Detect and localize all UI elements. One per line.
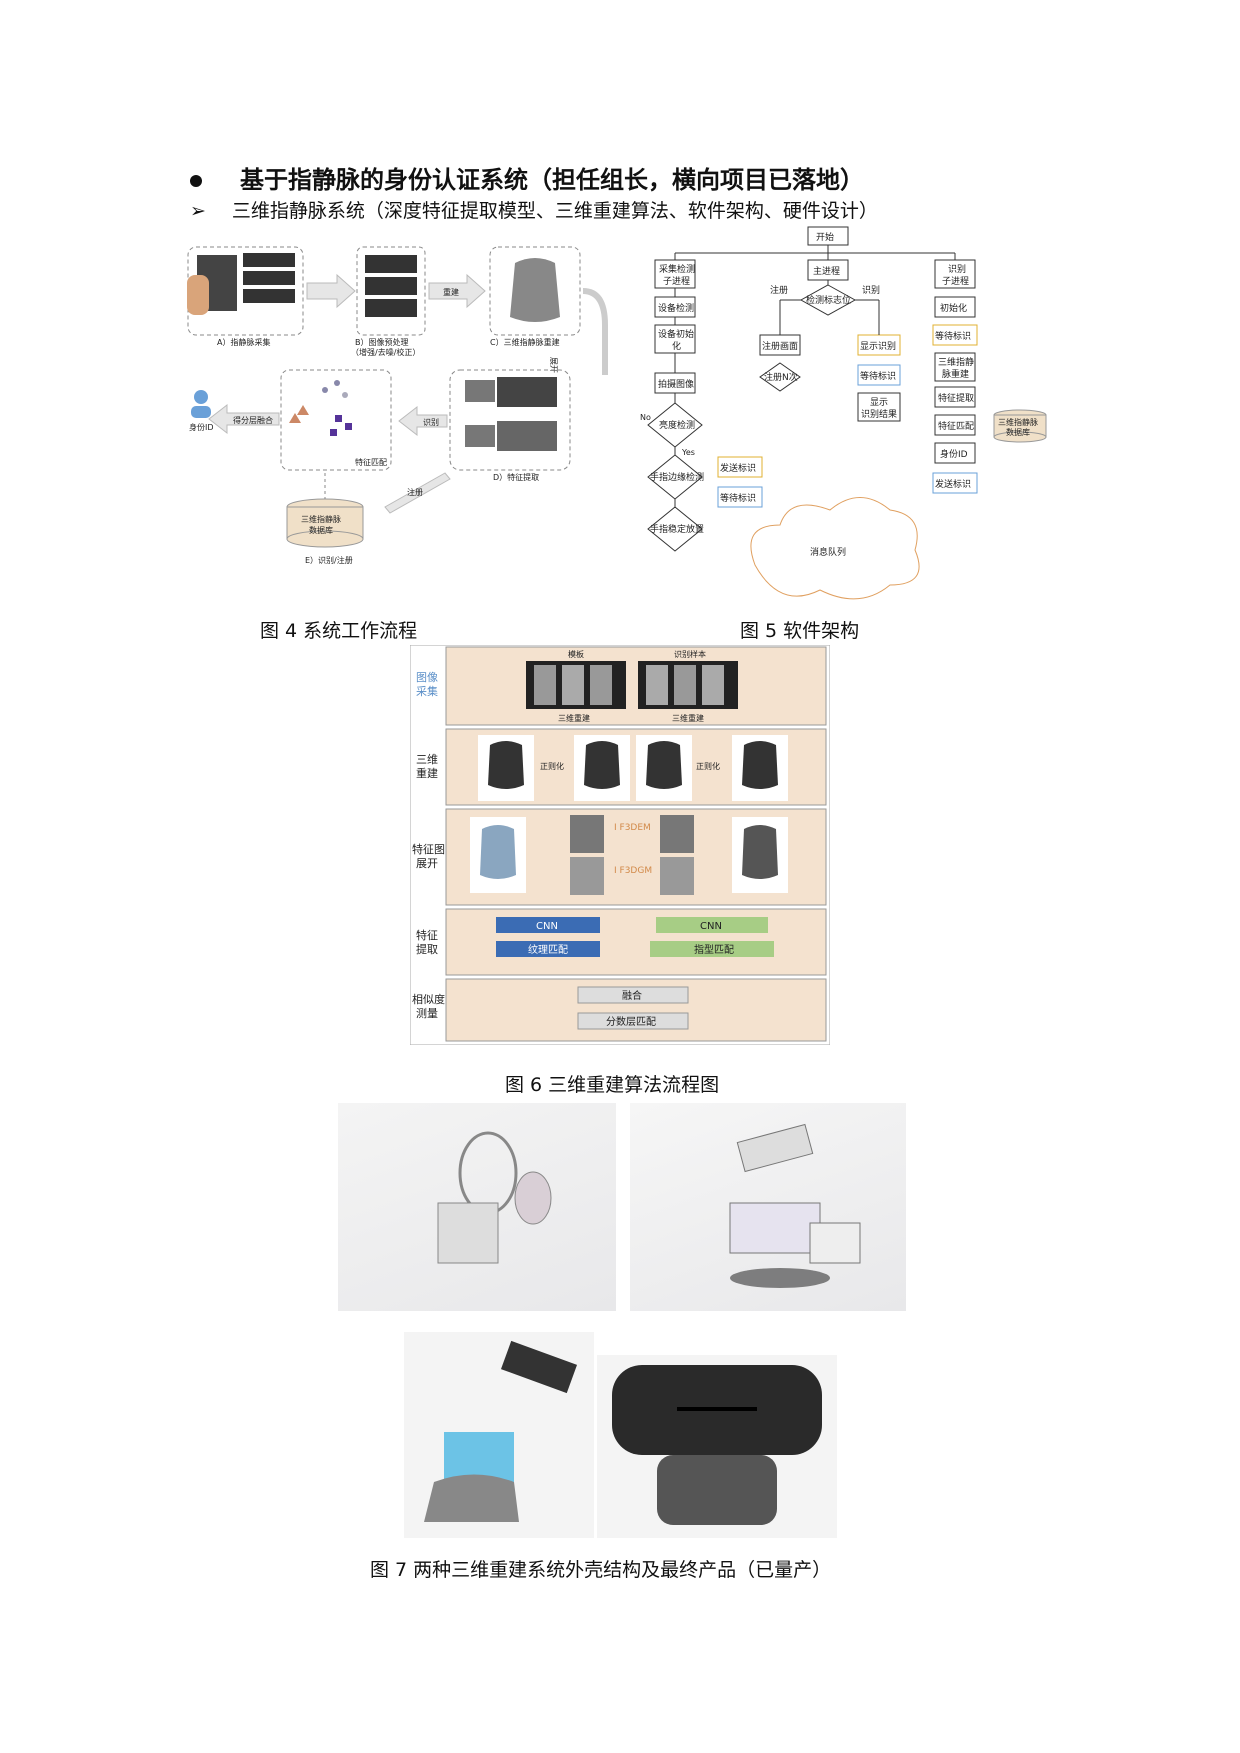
figure-7-caption: 图 7 两种三维重建系统外壳结构及最终产品（已量产） <box>370 1559 832 1581</box>
shell-render-2-image <box>630 1103 906 1311</box>
svg-text:识别: 识别 <box>862 285 880 296</box>
shell-render-1-image <box>338 1103 616 1311</box>
svg-text:识别结果: 识别结果 <box>861 408 897 420</box>
svg-text:展开: 展开 <box>416 857 438 870</box>
bullet-icon <box>190 175 202 187</box>
svg-text:等待标识: 等待标识 <box>720 492 756 504</box>
fig4-panel-d-label: D）特征提取 <box>493 472 539 482</box>
svg-text:等待标识: 等待标识 <box>935 330 971 342</box>
svg-text:No: No <box>640 413 651 422</box>
svg-text:特征图: 特征图 <box>412 842 445 856</box>
svg-text:子进程: 子进程 <box>663 276 690 287</box>
svg-text:相似度: 相似度 <box>412 992 445 1006</box>
svg-text:I F3DGM: I F3DGM <box>614 866 652 876</box>
svg-text:检测标志位: 检测标志位 <box>806 294 851 306</box>
svg-text:脉重建: 脉重建 <box>942 368 969 380</box>
svg-text:模板: 模板 <box>568 649 584 659</box>
svg-text:初始化: 初始化 <box>940 302 967 314</box>
fig4-expand-label: 展开 <box>549 357 558 373</box>
svg-text:纹理匹配: 纹理匹配 <box>528 943 568 956</box>
section-heading: 基于指静脉的身份认证系统（担任组长，横向项目已落地） <box>190 160 864 195</box>
svg-text:等待标识: 等待标识 <box>860 370 896 382</box>
figure-5-caption: 图 5 软件架构 <box>740 620 860 642</box>
fig4-db-label-2: 数据库 <box>309 525 333 535</box>
fig4-register-label: 注册 <box>407 487 423 497</box>
fig4-identity-label: 身份ID <box>189 422 214 432</box>
arrow-bullet-icon: ➢ <box>190 200 206 222</box>
svg-text:主进程: 主进程 <box>813 265 840 277</box>
svg-text:采集: 采集 <box>416 684 438 698</box>
fig4-rebuild-label: 重建 <box>443 287 459 297</box>
fig4-panel-a-label: A）指静脉采集 <box>217 337 270 347</box>
svg-text:提取: 提取 <box>416 943 438 956</box>
svg-text:正则化: 正则化 <box>696 761 720 771</box>
svg-text:拍摄图像: 拍摄图像 <box>658 378 694 390</box>
shell-render-3-image <box>404 1332 594 1538</box>
svg-text:注册N次: 注册N次 <box>764 371 798 383</box>
svg-text:显示: 显示 <box>870 397 888 408</box>
svg-text:图像: 图像 <box>416 671 438 684</box>
figure-6-caption: 图 6 三维重建算法流程图 <box>505 1074 720 1096</box>
svg-text:特征: 特征 <box>416 928 438 942</box>
svg-text:发送标识: 发送标识 <box>720 462 756 474</box>
svg-text:特征提取: 特征提取 <box>938 392 974 404</box>
fig4-panel-c-label: C）三维指静脉重建 <box>490 337 560 347</box>
fig4-identify-label: 识别 <box>423 418 439 427</box>
svg-text:注册: 注册 <box>770 284 788 296</box>
svg-text:分数层匹配: 分数层匹配 <box>606 1015 656 1028</box>
svg-text:数据库: 数据库 <box>1006 427 1030 437</box>
svg-text:显示识别: 显示识别 <box>860 341 896 352</box>
svg-text:设备初始: 设备初始 <box>658 328 694 340</box>
svg-text:CNN: CNN <box>700 921 722 932</box>
svg-text:注册画面: 注册画面 <box>762 340 798 352</box>
svg-text:测量: 测量 <box>416 1007 438 1020</box>
fig4-panel-b-sub-label: （增强/去噪/校正） <box>351 347 420 357</box>
svg-text:正则化: 正则化 <box>540 761 564 771</box>
svg-text:Yes: Yes <box>681 448 695 457</box>
svg-text:手指稳定放置: 手指稳定放置 <box>650 523 704 535</box>
svg-text:亮度检测: 亮度检测 <box>659 419 695 431</box>
svg-text:识别样本: 识别样本 <box>674 649 706 659</box>
svg-text:I F3DEM: I F3DEM <box>614 823 651 833</box>
figure-4-diagram: A）指静脉采集 B）图像预处理 （增强/去噪/校正） 重建 C）三维指静脉重建 … <box>187 246 608 565</box>
fig4-panel-b-label: B）图像预处理 <box>355 337 409 347</box>
svg-text:识别: 识别 <box>948 264 966 275</box>
svg-text:三维指静: 三维指静 <box>938 356 974 368</box>
figure-4-caption: 图 4 系统工作流程 <box>260 620 418 642</box>
svg-text:特征匹配: 特征匹配 <box>938 420 974 432</box>
svg-text:身份ID: 身份ID <box>940 448 968 460</box>
svg-text:设备检测: 设备检测 <box>658 302 694 314</box>
svg-text:子进程: 子进程 <box>942 276 969 287</box>
svg-text:发送标识: 发送标识 <box>935 478 971 490</box>
svg-text:消息队列: 消息队列 <box>810 546 846 558</box>
fig4-feature-match-label: 特征匹配 <box>355 457 387 467</box>
section-subheading: ➢三维指静脉系统（深度特征提取模型、三维重建算法、软件架构、硬件设计） <box>190 200 878 222</box>
svg-text:三维重建: 三维重建 <box>558 713 590 723</box>
svg-text:三维重建: 三维重建 <box>672 713 704 723</box>
svg-text:手指边缘检测: 手指边缘检测 <box>650 471 704 483</box>
svg-text:三维: 三维 <box>416 753 438 766</box>
svg-text:开始: 开始 <box>816 231 834 243</box>
svg-text:三维指静脉: 三维指静脉 <box>998 417 1038 427</box>
fig4-score-fusion-label: 得分层融合 <box>233 415 273 425</box>
svg-text:采集检测: 采集检测 <box>659 263 695 275</box>
user-icon <box>194 390 208 404</box>
final-product-photo <box>597 1355 837 1538</box>
svg-text:CNN: CNN <box>536 921 558 932</box>
svg-text:化: 化 <box>672 340 681 352</box>
svg-text:指型匹配: 指型匹配 <box>694 943 734 956</box>
svg-text:融合: 融合 <box>622 989 642 1002</box>
fig4-db-label: 三维指静脉 <box>301 514 341 524</box>
fig4-panel-e-label: E）识别/注册 <box>305 555 353 565</box>
svg-text:重建: 重建 <box>416 766 438 780</box>
